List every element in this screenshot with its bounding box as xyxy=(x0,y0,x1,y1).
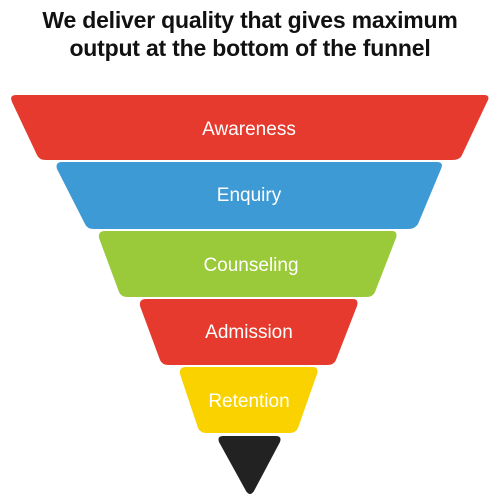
title-line-2: output at the bottom of the funnel xyxy=(69,35,431,61)
stage-enquiry-label: Enquiry xyxy=(217,185,282,206)
stage-awareness-label: Awareness xyxy=(202,119,296,140)
stage-admission-label: Admission xyxy=(205,322,293,343)
funnel-title: We deliver quality that gives maximum ou… xyxy=(0,6,500,62)
stage-counseling-band xyxy=(98,231,397,297)
stage-admission-band xyxy=(139,299,358,365)
title-line-1: We deliver quality that gives maximum xyxy=(42,7,458,33)
stage-retention-label: Retention xyxy=(208,391,289,412)
stage-counseling-label: Counseling xyxy=(203,255,298,276)
funnel-tip xyxy=(218,436,281,494)
stage-awareness-band xyxy=(11,95,489,160)
stage-enquiry-band xyxy=(56,162,442,229)
stage-retention-band xyxy=(179,367,318,433)
